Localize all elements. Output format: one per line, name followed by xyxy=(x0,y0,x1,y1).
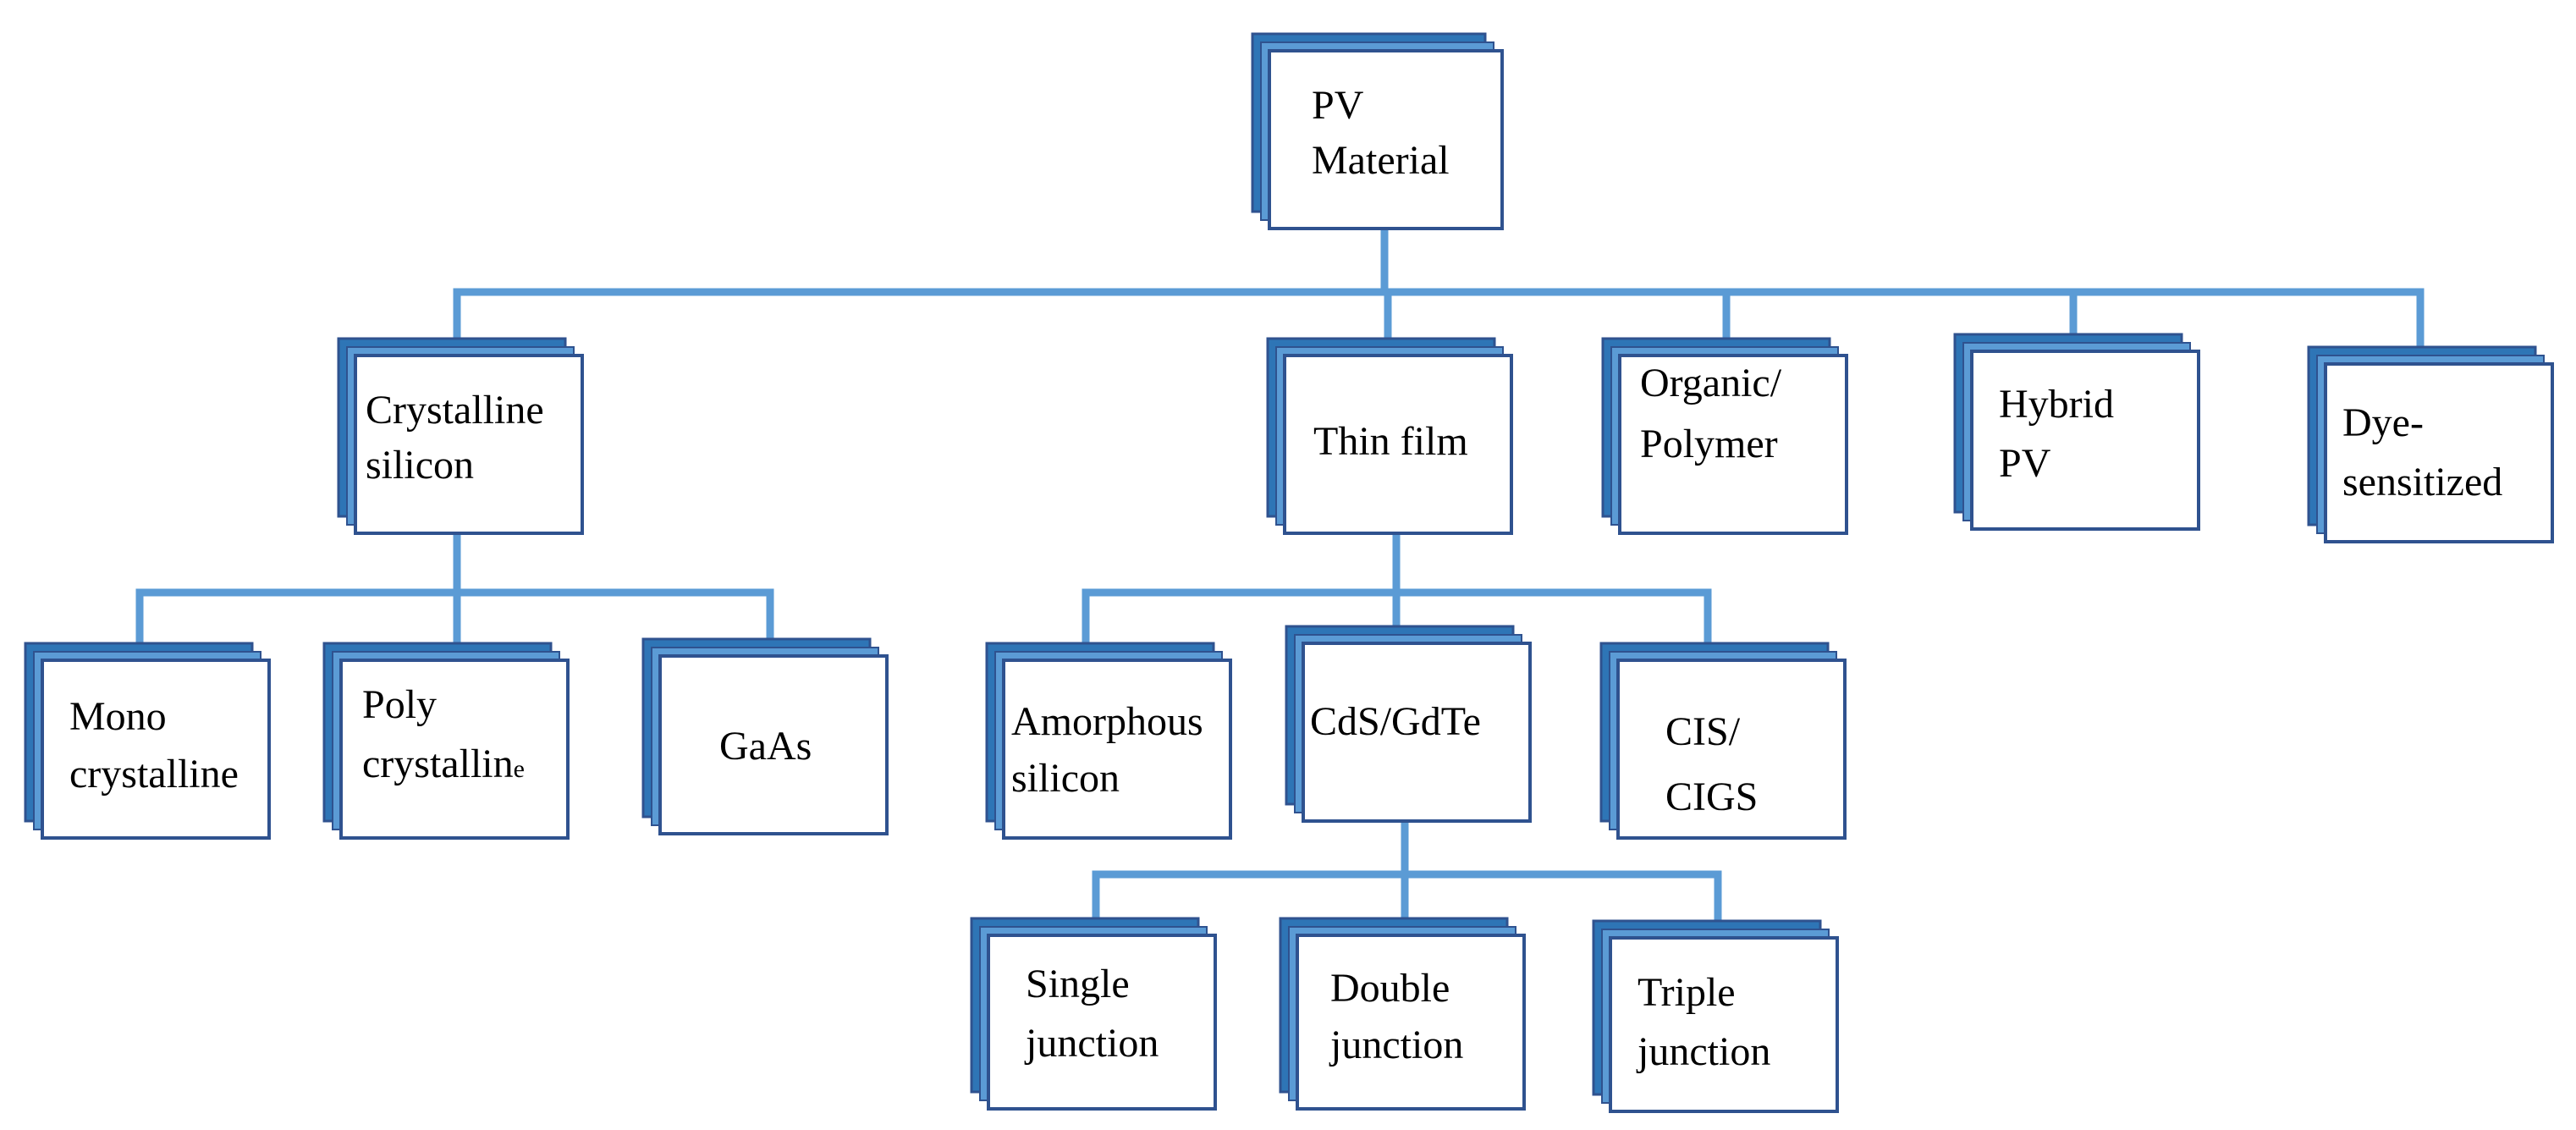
node-crystalline-box xyxy=(354,354,584,535)
node-gaas: GaAs xyxy=(641,637,889,835)
node-dye-label-1: Dye- xyxy=(2342,400,2424,445)
node-root-label-1: PV xyxy=(1312,83,1364,128)
node-hybrid-box xyxy=(1970,350,2200,531)
node-organic: Organic/Polymer xyxy=(1601,337,1848,535)
node-cis-label-2: CIGS xyxy=(1665,774,1758,819)
node-triple: Triple junction xyxy=(1592,919,1839,1113)
node-amorphous: Amorphous silicon xyxy=(985,642,1232,840)
node-double-label-2: junction xyxy=(1329,1023,1463,1067)
node-single-label-1: Single xyxy=(1026,962,1130,1006)
node-gaas-label-1: GaAs xyxy=(719,724,812,769)
node-single-label-2: junction xyxy=(1024,1021,1159,1066)
node-cis-box xyxy=(1616,659,1847,840)
node-poly-label-2: crystalline xyxy=(362,741,525,786)
node-cds-box xyxy=(1302,642,1532,823)
node-poly-label-suffix: e xyxy=(514,755,525,783)
node-double: Double junction xyxy=(1279,917,1526,1111)
node-triple-label-2: junction xyxy=(1636,1029,1770,1074)
node-dye-box xyxy=(2324,362,2554,543)
node-poly: Poly crystalline xyxy=(322,642,570,840)
node-poly-box xyxy=(339,659,570,840)
node-crystalline: Crystalline silicon xyxy=(337,337,584,535)
node-mono-box xyxy=(41,659,271,840)
node-double-box xyxy=(1296,934,1526,1111)
node-amorphous-label-1: Amorphous xyxy=(1011,699,1203,744)
node-cds: CdS/GdTe xyxy=(1285,625,1532,823)
node-single-box xyxy=(987,934,1217,1111)
node-organic-box xyxy=(1618,354,1848,535)
node-double-label-1: Double xyxy=(1330,966,1450,1011)
node-dye-label-2: sensitized xyxy=(2342,460,2502,504)
node-gaas-box xyxy=(658,654,889,835)
node-cis-label-1: CIS/ xyxy=(1665,709,1741,754)
node-mono: Mono crystalline xyxy=(24,642,271,840)
node-dye: Dye-sensitized xyxy=(2307,345,2554,543)
node-organic-label-1: Organic/ xyxy=(1640,361,1782,405)
node-amorphous-box xyxy=(1002,659,1232,840)
node-triple-label-1: Triple xyxy=(1638,970,1736,1015)
connector-lines xyxy=(135,224,2425,942)
node-root-box xyxy=(1268,49,1504,230)
node-organic-label-2: Polymer xyxy=(1640,422,1778,466)
node-crystalline-label-1: Crystalline xyxy=(366,388,544,433)
node-thinfilm: Thin film xyxy=(1266,337,1513,535)
node-amorphous-label-2: silicon xyxy=(1011,756,1120,801)
node-mono-label-2: crystalline xyxy=(69,752,239,797)
node-mono-label-1: Mono xyxy=(69,694,167,739)
node-hybrid-label-2: PV xyxy=(1999,441,2051,486)
node-root: PV Material xyxy=(1251,32,1504,230)
node-cis: CIS/CIGS xyxy=(1599,642,1847,840)
node-single: Single junction xyxy=(970,917,1217,1111)
node-thinfilm-label-1: Thin film xyxy=(1313,419,1468,464)
node-root-label-2: Material xyxy=(1312,138,1450,183)
node-crystalline-label-2: silicon xyxy=(366,443,474,488)
node-cds-label-1: CdS/GdTe xyxy=(1310,699,1481,744)
node-poly-label-1: Poly xyxy=(362,682,437,727)
node-thinfilm-box xyxy=(1283,354,1513,535)
node-hybrid-label-1: Hybrid xyxy=(1999,382,2114,427)
node-triple-box xyxy=(1609,936,1839,1113)
